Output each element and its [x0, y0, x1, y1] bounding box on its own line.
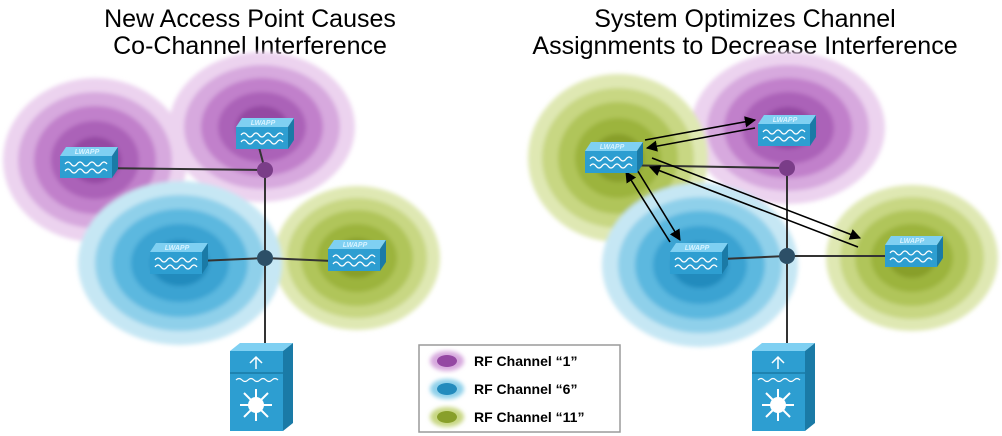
network-node-right-top [779, 160, 795, 176]
access-point-icon: LWAPP [150, 243, 208, 274]
access-point-icon: LWAPP [328, 240, 386, 271]
legend-label-channel-1: RF Channel “1” [474, 353, 577, 369]
access-point-label: LWAPP [165, 245, 190, 252]
access-point-label: LWAPP [900, 238, 925, 245]
network-node-left-top [257, 162, 273, 178]
legend: RF Channel “1” RF Channel “6” RF Channel… [418, 344, 621, 433]
switch-icon [230, 343, 293, 431]
left-rf-coverage [3, 52, 440, 345]
legend-label-channel-11: RF Channel “11” [474, 409, 584, 425]
left-title: New Access Point Causes Co-Channel Inter… [40, 6, 460, 60]
switch-icon [752, 343, 815, 431]
network-node-right-bottom [779, 248, 795, 264]
right-title-line-1: System Optimizes Channel [594, 5, 896, 33]
legend-item-channel-11: RF Channel “11” [430, 407, 584, 427]
access-point-label: LWAPP [773, 117, 798, 124]
access-point-label: LWAPP [75, 149, 100, 156]
access-point-label: LWAPP [600, 144, 625, 151]
legend-label-channel-6: RF Channel “6” [474, 381, 577, 397]
access-point-icon: LWAPP [585, 142, 643, 173]
legend-item-channel-6: RF Channel “6” [430, 379, 577, 399]
access-point-icon: LWAPP [885, 236, 943, 267]
optimization-arrows [625, 116, 862, 248]
access-point-label: LWAPP [685, 245, 710, 252]
network-node-left-bottom [257, 250, 273, 266]
access-point-label: LWAPP [251, 120, 276, 127]
access-point-icon: LWAPP [758, 115, 816, 146]
legend-item-channel-1: RF Channel “1” [430, 351, 577, 371]
right-rf-coverage [528, 52, 998, 347]
access-point-label: LWAPP [343, 242, 368, 249]
access-point-icon: LWAPP [60, 147, 118, 178]
right-title: System Optimizes Channel Assignments to … [495, 6, 995, 60]
left-title-line-1: New Access Point Causes [104, 5, 396, 33]
access-point-icon: LWAPP [670, 243, 728, 274]
right-title-line-2: Assignments to Decrease Interference [532, 32, 958, 60]
access-point-icon: LWAPP [236, 118, 294, 149]
